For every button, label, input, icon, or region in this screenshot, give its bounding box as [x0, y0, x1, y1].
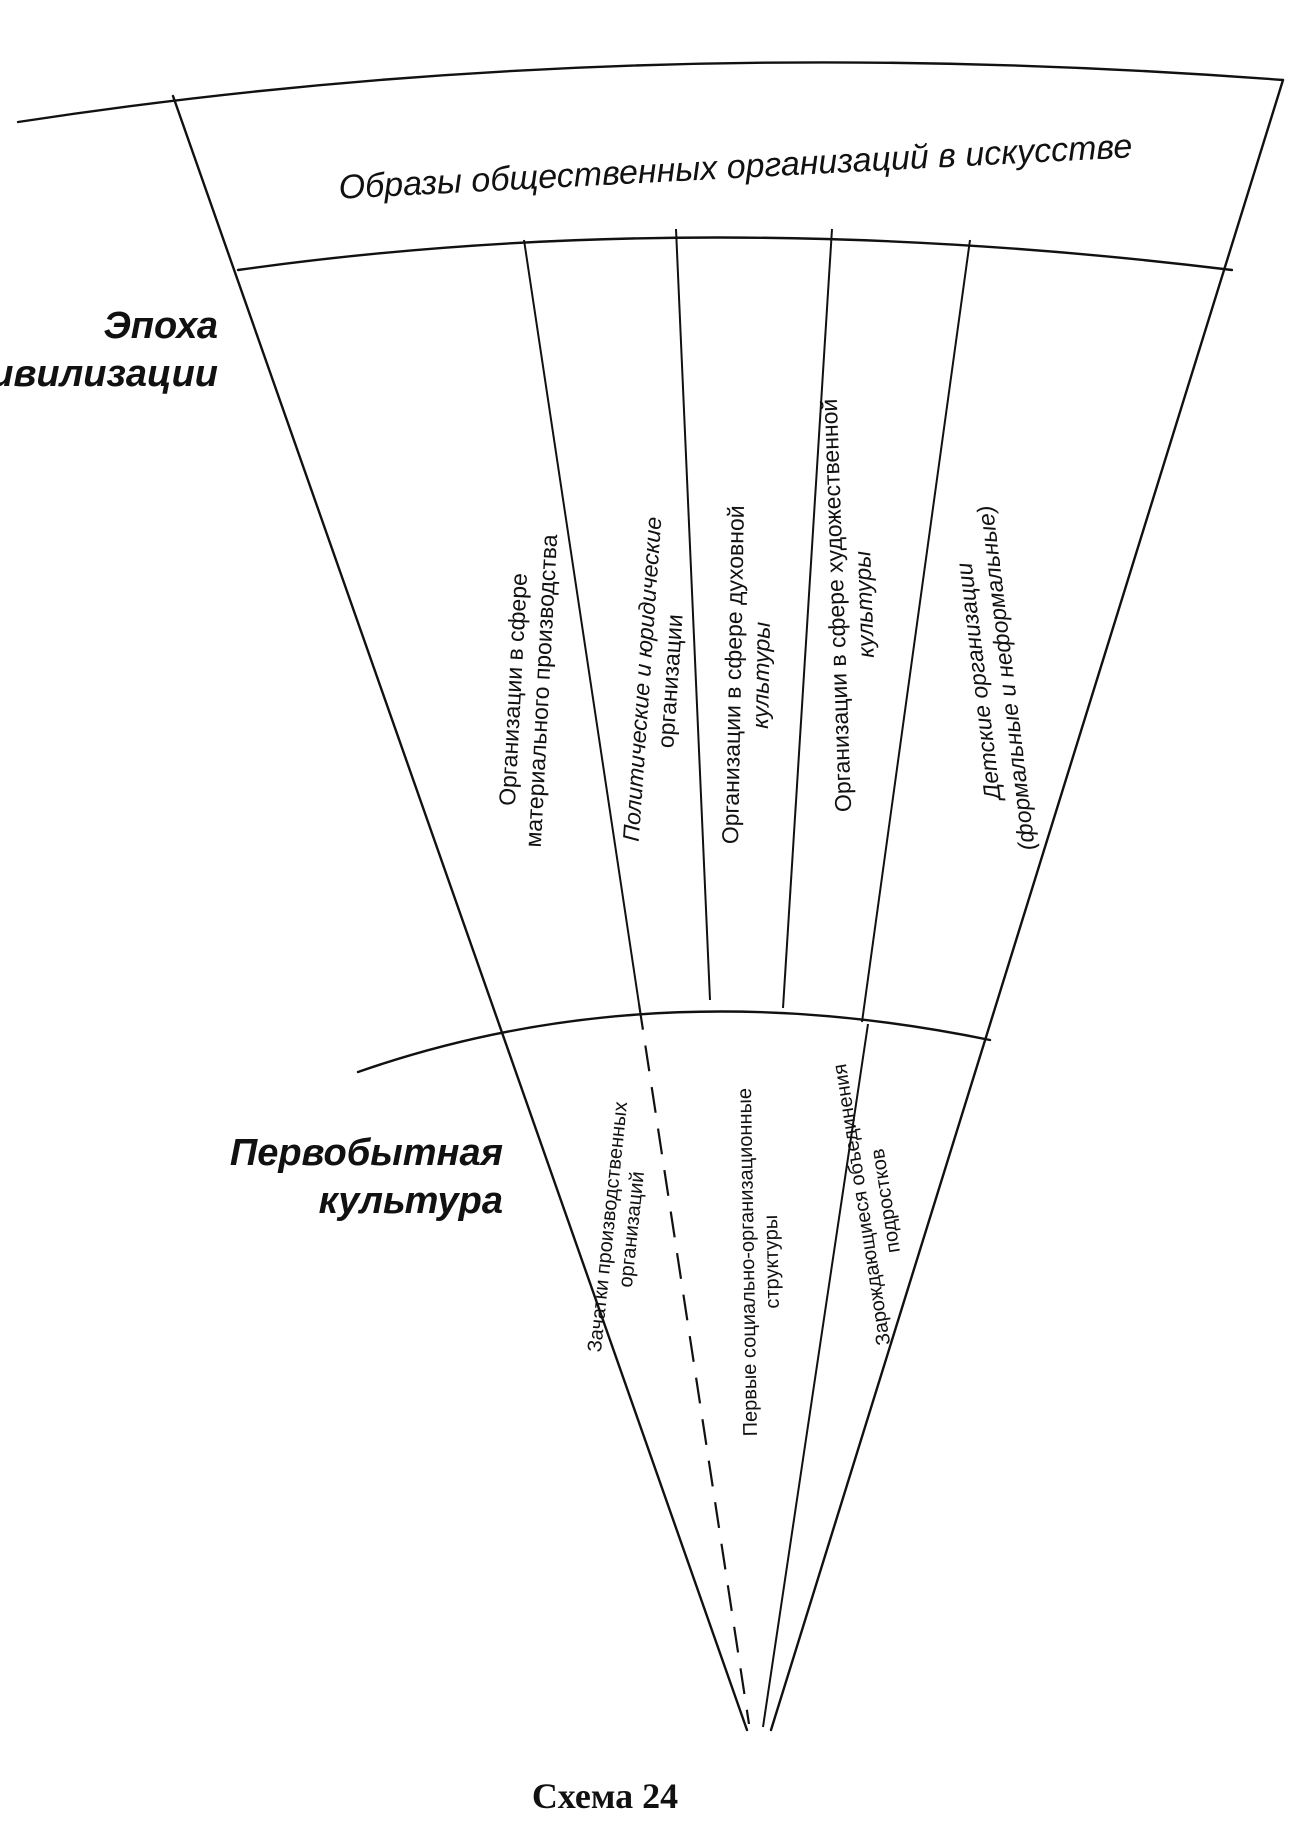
fan-right-edge	[769, 78, 1285, 1732]
sector-material-production: Организации в сфере материального произв…	[494, 533, 562, 848]
outer-arc	[16, 61, 1285, 124]
sector-spiritual-culture: Организации в сфере духовной культуры	[717, 505, 775, 844]
svg-text:Организации в сфере духовной: Организации в сфере духовной	[717, 505, 749, 844]
sector-artistic-culture: Организации в сфере художественной культ…	[816, 398, 879, 812]
sector-social-structures: Первые социально-организационные структу…	[734, 1088, 784, 1437]
era-civilization-line2: цивилизации	[0, 353, 218, 395]
divider-3	[782, 228, 833, 1009]
svg-text:культуры: культуры	[747, 621, 775, 729]
divider-dashed	[637, 1003, 751, 1725]
sector-political-juridical: Политические и юридические организации	[618, 516, 688, 842]
svg-text:Первые социально-организационн: Первые социально-организационные	[734, 1088, 762, 1437]
svg-text:структуры: структуры	[760, 1215, 784, 1309]
era-primitive-line1: Первобытная	[230, 1132, 503, 1174]
divider-2	[675, 228, 711, 1001]
top-band-label: Образы общественных организаций в искусс…	[338, 127, 1134, 207]
figure-caption: Схема 24	[532, 1776, 678, 1816]
divider-4	[861, 239, 971, 1023]
sector-production-rudiments: Зачатки производственных организаций	[584, 1101, 649, 1354]
divider-1	[523, 239, 640, 1005]
sector-children-organizations: Детские организации (формальные и неформ…	[951, 504, 1040, 852]
fan-left-edge	[171, 94, 749, 1732]
sector-teen-associations: Зарождающиеся объединения подростков	[829, 1062, 905, 1347]
band-arc	[236, 236, 1234, 272]
era-primitive-line2: культура	[319, 1180, 503, 1222]
divider-lower	[762, 1023, 869, 1728]
boundary-arc	[356, 1010, 992, 1074]
era-civilization-line1: Эпоха	[103, 305, 218, 347]
svg-text:культуры: культуры	[849, 550, 879, 658]
